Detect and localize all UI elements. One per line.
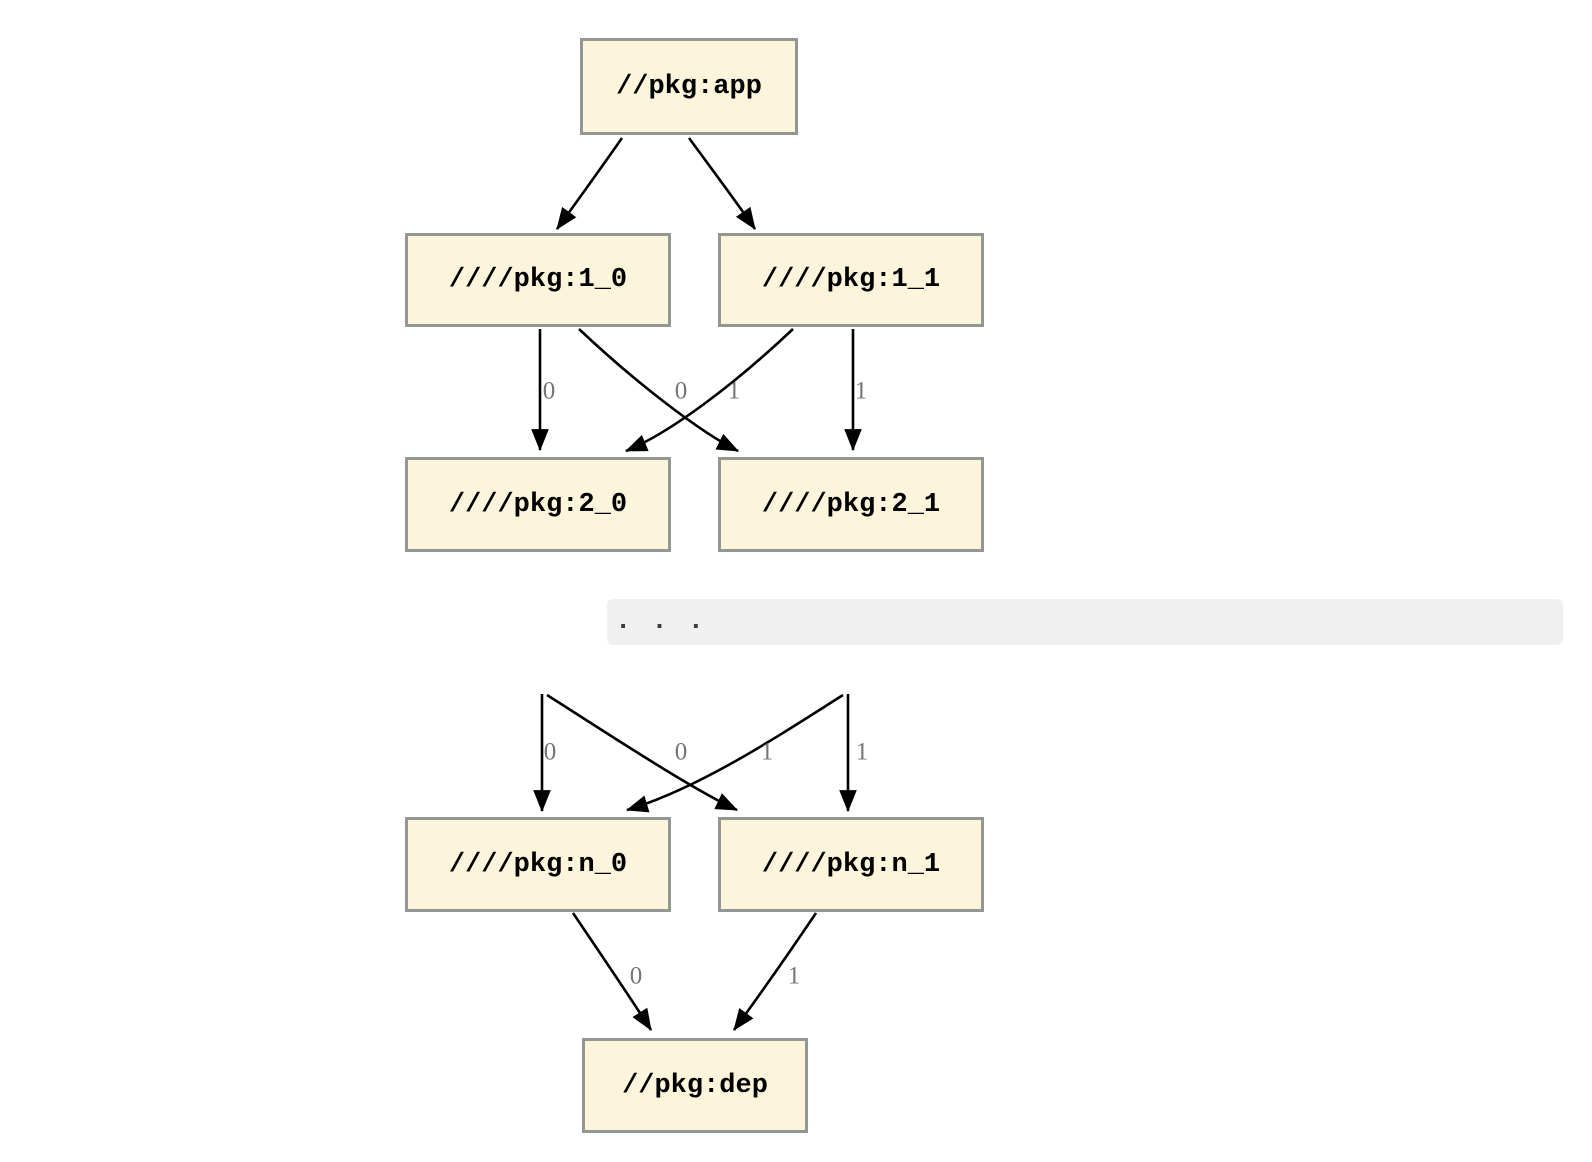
edge-label: 0: [543, 738, 557, 766]
edge-label: 1: [760, 738, 774, 766]
edge-label: 1: [727, 377, 741, 405]
node-pkg-dep: //pkg:dep: [582, 1038, 808, 1133]
edge-to-n_0-cross: [625, 693, 844, 813]
edge-label: 0: [629, 962, 643, 990]
edge-label: 1: [854, 377, 868, 405]
node-pkg-2_1: ////pkg:2_1: [718, 457, 984, 552]
edge-1_1-to-2_0: [624, 328, 794, 453]
edge-n_0-to-dep: [571, 912, 653, 1031]
edge-label: 1: [787, 962, 801, 990]
ellipsis-text: . . .: [615, 607, 707, 637]
edge-1_0-to-2_1: [578, 328, 739, 453]
edge-label: 1: [855, 738, 869, 766]
edge-label: 0: [542, 377, 556, 405]
edge-n_1-to-dep: [732, 912, 818, 1031]
node-pkg-2_0: ////pkg:2_0: [405, 457, 671, 552]
node-pkg-n_0: ////pkg:n_0: [405, 817, 671, 912]
edge-label: 0: [674, 377, 688, 405]
node-pkg-1_0: ////pkg:1_0: [405, 233, 671, 327]
ellipsis-band: . . .: [607, 599, 1563, 645]
edge-app-to-1_0: [555, 137, 624, 230]
node-pkg-1_1: ////pkg:1_1: [718, 233, 984, 327]
node-pkg-n_1: ////pkg:n_1: [718, 817, 984, 912]
edge-to-n_1-cross: [546, 693, 738, 812]
node-pkg-app: //pkg:app: [580, 38, 798, 135]
edge-app-to-1_1: [687, 137, 757, 230]
edge-label: 0: [674, 738, 688, 766]
